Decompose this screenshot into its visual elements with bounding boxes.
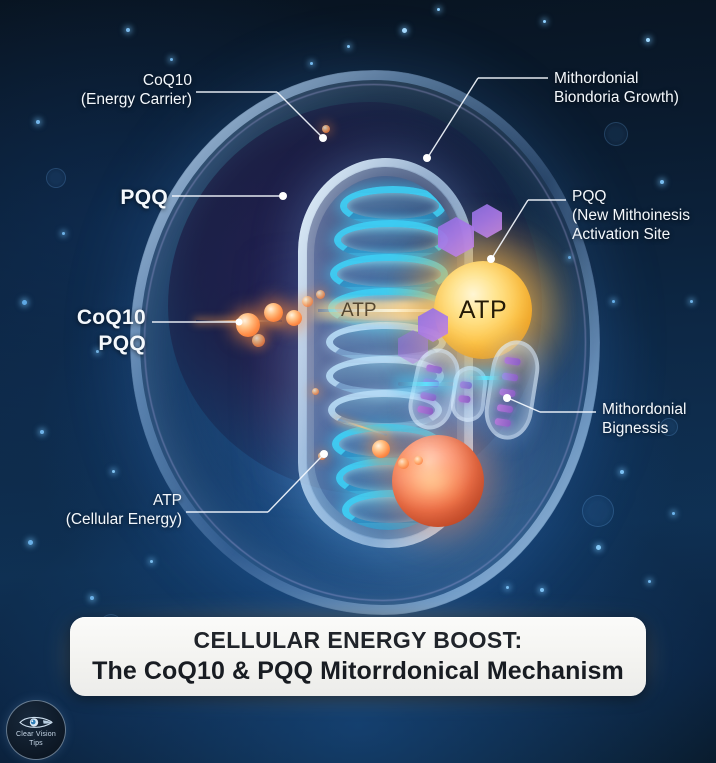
label-mitochondrial-biogenesis: Mithordonial Bignessis: [602, 401, 687, 437]
label-coq10-energy-carrier: CoQ10 (Energy Carrier): [80, 72, 192, 108]
atp-molecule: ATP: [434, 261, 532, 359]
title-line-1: CELLULAR ENERGY BOOST:: [193, 627, 523, 653]
label-pqq-left: PQQ: [120, 186, 168, 209]
logo-line-1: Clear Vision: [15, 731, 56, 739]
nucleus-highlight: [402, 460, 462, 504]
label-mitochondrial-growth: Mithordonial Biondoria Growth): [554, 70, 679, 106]
label-pqq-activation-site: PQQ (New Mithoinesis Activation Site: [572, 188, 691, 243]
energy-beam-core: [318, 309, 448, 312]
logo-line-2: Tips: [29, 739, 43, 747]
title-line-2: The CoQ10 & PQQ Mitorrdonical Mechanism: [92, 657, 624, 685]
label-coq10-pqq-left: CoQ10 PQQ: [76, 306, 146, 355]
atp-matrix-label: ATP: [341, 300, 377, 321]
eye-icon: [19, 717, 53, 729]
label-atp-cellular-energy: ATP (Cellular Energy): [65, 492, 182, 528]
hexagon-icon: [438, 217, 474, 257]
atp-label: ATP: [458, 295, 508, 324]
title-banner: CELLULAR ENERGY BOOST: The CoQ10 & PQQ M…: [70, 617, 646, 696]
brand-logo[interactable]: Clear Vision Tips: [6, 700, 66, 760]
